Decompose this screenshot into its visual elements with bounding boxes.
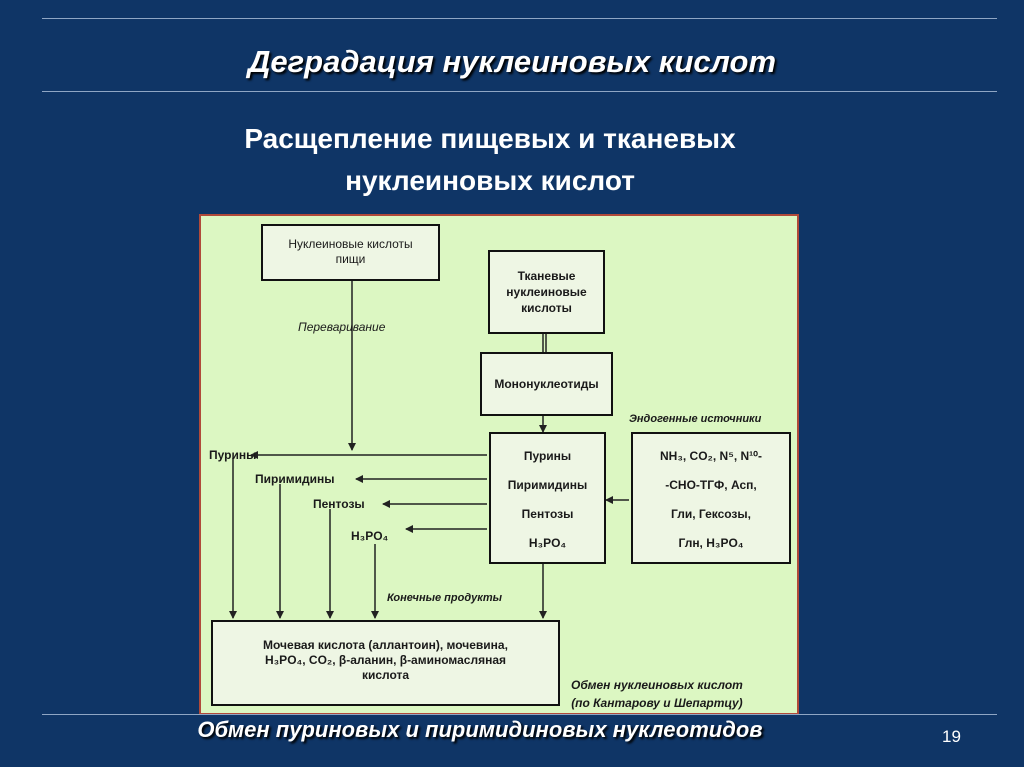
- slide-subtitle: Расщепление пищевых и тканевых нуклеинов…: [110, 118, 870, 202]
- caption-line-1: Обмен нуклеиновых кислот: [571, 678, 743, 692]
- endogenous-line-1: NH₃, CO₂, N⁵, N¹⁰-: [660, 449, 762, 463]
- subtitle-line-2: нуклеиновых кислот: [345, 165, 635, 196]
- footer-rule: [42, 714, 997, 715]
- diagram-connectors: [229, 280, 629, 619]
- food-nucleic-acids-line-2: пищи: [335, 252, 366, 266]
- tissue-nucleic-acids-line-1: Тканевые: [517, 269, 576, 283]
- endogenous-line-3: Гли, Гексозы,: [671, 507, 751, 521]
- endogenous-sources-box: NH₃, CO₂, N⁵, N¹⁰- -CHO-ТГФ, Асп, Гли, Г…: [631, 432, 791, 564]
- left-purines-label: Пурины: [209, 448, 257, 462]
- food-nucleic-acids-box: Нуклеиновые кислоты пищи: [261, 224, 440, 281]
- bases-phosphate: H₃PO₄: [528, 536, 567, 550]
- final-line-3: кислота: [361, 668, 410, 682]
- diagram-caption: Обмен нуклеиновых кислот (по Кантарову и…: [571, 676, 743, 712]
- left-pentoses-label: Пентозы: [313, 497, 365, 511]
- final-products-box: Мочевая кислота (аллантоин), мочевина, H…: [211, 620, 560, 706]
- left-phosphate-label: H₃PO₄: [351, 529, 389, 543]
- page-number: 19: [942, 727, 961, 746]
- final-line-2: H₃PO₄, CO₂, β-аланин, β-аминомасляная: [264, 653, 507, 667]
- tissue-nucleic-acids-box: Тканевые нуклеиновые кислоты: [488, 250, 605, 334]
- mononucleotides-box: Мононуклеотиды: [480, 352, 613, 416]
- bases-purines: Пурины: [523, 449, 572, 463]
- bases-pyrimidines: Пиримидины: [507, 478, 588, 492]
- slide-footer: Обмен пуриновых и пиримидиновых нуклеоти…: [197, 717, 763, 742]
- final-line-1: Мочевая кислота (аллантоин), мочевина,: [263, 638, 508, 652]
- caption-line-2: (по Кантарову и Шепартцу): [571, 696, 743, 710]
- title-rule: [42, 91, 997, 92]
- nucleic-acid-degradation-diagram: Нуклеиновые кислоты пищи Переваривание Т…: [199, 214, 799, 715]
- bases-box: Пурины Пиримидины Пентозы H₃PO₄: [489, 432, 606, 564]
- top-rule: [42, 18, 997, 19]
- endogenous-line-4: Глн, H₃PO₄: [678, 536, 744, 550]
- endogenous-line-2: -CHO-ТГФ, Асп,: [665, 478, 757, 492]
- bases-pentoses: Пентозы: [521, 507, 574, 521]
- final-products-label: Конечные продукты: [387, 592, 503, 604]
- tissue-nucleic-acids-line-3: кислоты: [521, 301, 572, 315]
- endogenous-sources-label: Эндогенные источники: [629, 413, 762, 425]
- digestion-label: Переваривание: [298, 320, 386, 334]
- slide-title: Деградация нуклеиновых кислот: [247, 44, 777, 79]
- mononucleotides-label: Мононуклеотиды: [494, 377, 599, 391]
- subtitle-line-1: Расщепление пищевых и тканевых: [244, 123, 736, 154]
- food-nucleic-acids-line-1: Нуклеиновые кислоты: [288, 237, 413, 251]
- left-pyrimidines-label: Пиримидины: [255, 472, 335, 486]
- tissue-nucleic-acids-line-2: нуклеиновые: [506, 285, 587, 299]
